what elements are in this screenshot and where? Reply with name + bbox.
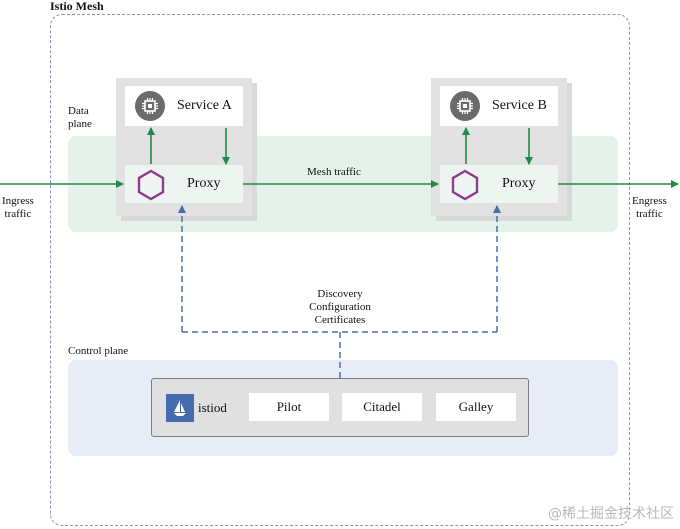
configuration-label: Configuration xyxy=(309,301,371,313)
citadel-box: Citadel xyxy=(342,393,422,421)
chip-icon xyxy=(450,91,480,121)
data-plane-label-line2: plane xyxy=(68,118,92,130)
service-b-label: Service B xyxy=(492,98,547,113)
service-a-box: Service A xyxy=(125,86,243,126)
service-a-label: Service A xyxy=(177,98,232,113)
ingress-label: Ingress traffic xyxy=(2,195,34,221)
istiod-label: istiod xyxy=(198,400,227,415)
mesh-traffic-label: Mesh traffic xyxy=(307,166,361,178)
proxy-b-label: Proxy xyxy=(502,176,536,191)
watermark: @稀土掘金技术社区 xyxy=(548,506,674,522)
service-b-box: Service B xyxy=(440,86,558,126)
sailboat-icon xyxy=(166,394,194,422)
control-plane-label: Control plane xyxy=(68,345,129,357)
ingress-label-line2: traffic xyxy=(4,208,32,220)
egress-label-line1: Engress xyxy=(632,195,667,207)
data-plane-label-line1: Data xyxy=(68,105,89,117)
pilot-box: Pilot xyxy=(249,393,329,421)
galley-box: Galley xyxy=(436,393,516,421)
mesh-title: Istio Mesh xyxy=(50,0,107,13)
hexagon-icon xyxy=(137,169,165,201)
hexagon-icon xyxy=(451,169,479,201)
egress-label-line2: traffic xyxy=(636,208,663,220)
egress-label: Engress traffic xyxy=(632,195,667,221)
proxy-a-label: Proxy xyxy=(187,176,221,191)
ingress-label-line1: Ingress xyxy=(2,195,34,207)
certificates-label: Certificates xyxy=(314,314,366,326)
chip-icon xyxy=(135,91,165,121)
istio-mesh-boundary xyxy=(50,14,630,526)
config-labels: Discovery Configuration Certificates xyxy=(290,288,390,327)
data-plane-label: Data plane xyxy=(68,105,92,131)
discovery-label: Discovery xyxy=(317,288,363,300)
